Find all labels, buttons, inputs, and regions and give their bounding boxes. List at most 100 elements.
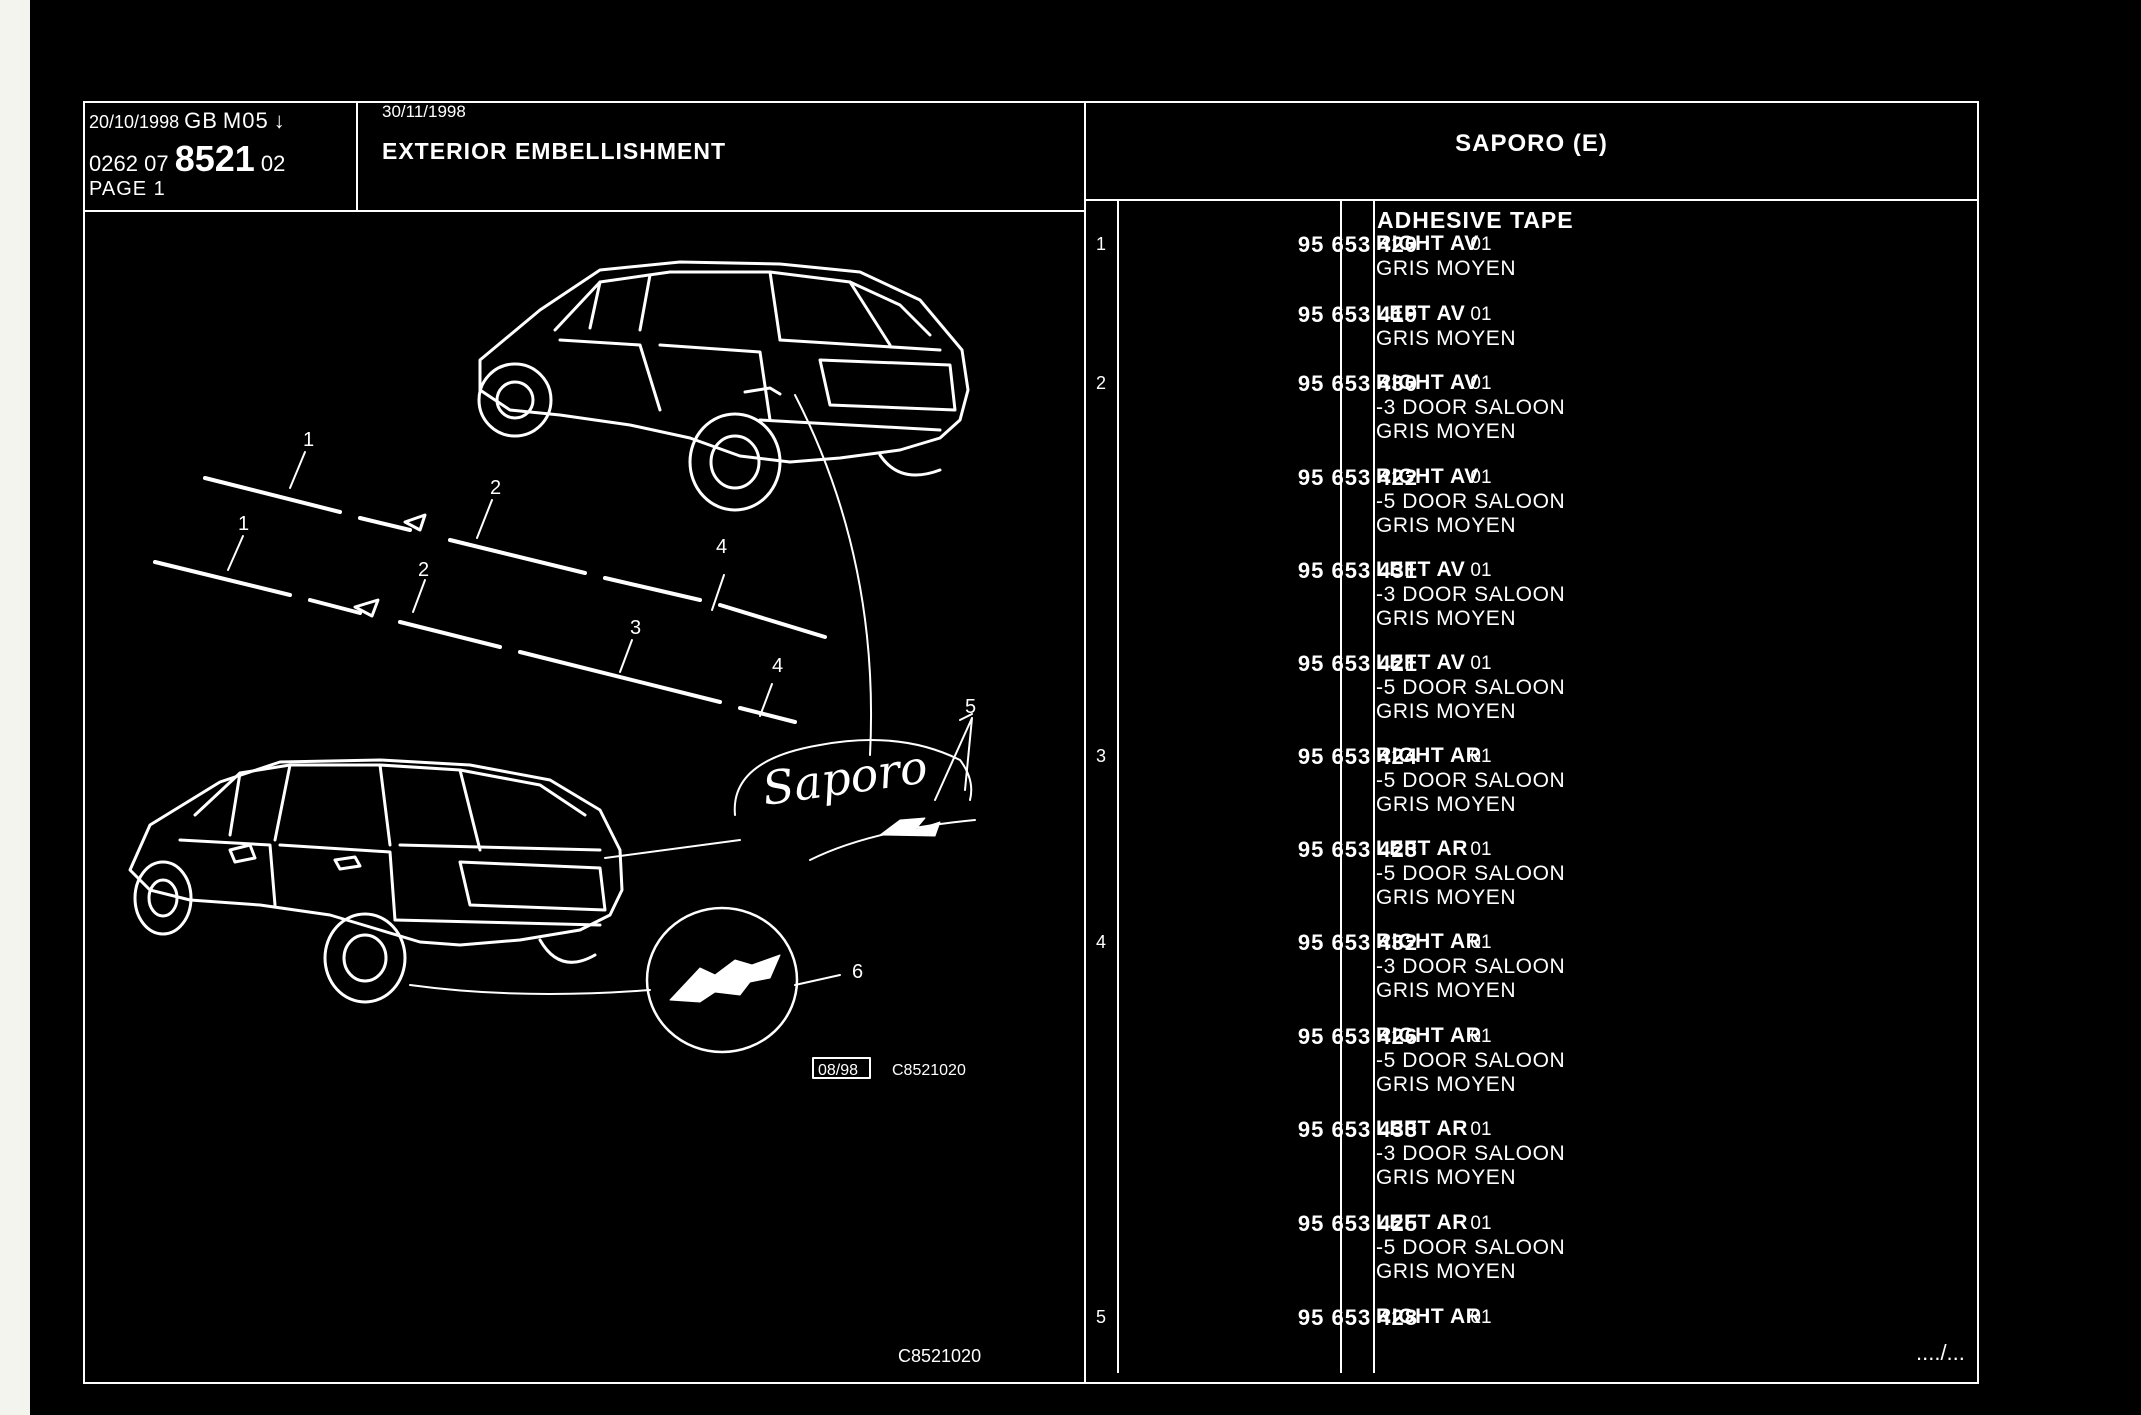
quantity: 01	[1470, 467, 1492, 488]
section-title: EXTERIOR EMBELLISHMENT	[382, 138, 727, 164]
description-line: GRIS MOYEN	[1376, 793, 1517, 816]
table-column-line	[1117, 201, 1119, 1373]
part-number: 95 653 423	[1297, 837, 1418, 862]
description-line: -5 DOOR SALOON	[1376, 489, 1566, 513]
ref-main: 8521	[174, 138, 255, 179]
detail-circle-badge	[645, 906, 799, 1054]
description-line: LEFT AV	[1376, 302, 1466, 325]
callout-numbers: 1 1 2 2 3 4 4 5 6	[238, 429, 976, 983]
scan-edge	[0, 0, 30, 1415]
page-number: PAGE 1	[89, 178, 166, 200]
description-line: GRIS MOYEN	[1376, 1166, 1517, 1189]
page-divider	[1084, 101, 1086, 1384]
svg-text:08/98: 08/98	[818, 1062, 858, 1079]
description-line: RIGHT AR	[1376, 930, 1482, 953]
callout-label: 2	[490, 477, 501, 499]
figure-code: C8521020	[898, 1346, 982, 1366]
description-line: LEFT AV	[1376, 651, 1466, 674]
quantity: 01	[1470, 1213, 1492, 1234]
quantity: 01	[1470, 373, 1492, 394]
description-line: -5 DOOR SALOON	[1376, 675, 1566, 699]
item-reference: 3	[1095, 746, 1106, 766]
description-line: -3 DOOR SALOON	[1376, 954, 1566, 978]
quantity: 01	[1470, 932, 1492, 953]
ref-b: 07	[144, 151, 169, 176]
date-mid: 30/11/1998	[382, 102, 466, 121]
description-line: GRIS MOYEN	[1376, 700, 1517, 723]
callout-label: 6	[852, 961, 863, 983]
callout-label: 1	[303, 429, 314, 451]
quantity: 01	[1470, 560, 1492, 581]
description-line: -5 DOOR SALOON	[1376, 768, 1566, 792]
item-reference: 2	[1095, 373, 1106, 393]
description-line: RIGHT AR	[1376, 1305, 1482, 1328]
part-number: 95 653 426	[1297, 1024, 1418, 1049]
continuation-mark: ..../...	[1916, 1340, 1965, 1365]
description-line: -3 DOOR SALOON	[1376, 395, 1566, 419]
exploded-view-illustration: 1 1 2 2 3 4 4 5 6 Saporo	[128, 260, 976, 1079]
item-reference: 4	[1095, 932, 1106, 952]
table-column-line	[1373, 201, 1375, 1373]
callout-label: 5	[965, 696, 976, 718]
description-line: LEFT AR	[1376, 837, 1469, 860]
description-line: GRIS MOYEN	[1376, 886, 1517, 909]
description-line: GRIS MOYEN	[1376, 1073, 1517, 1096]
model-code: M05	[222, 108, 269, 133]
car-lower-drawing	[128, 758, 624, 1004]
ref-c: 02	[260, 151, 286, 176]
callout-label: 4	[716, 536, 727, 558]
callout-label: 2	[418, 559, 429, 581]
description-line: RIGHT AV	[1376, 465, 1479, 488]
quantity: 01	[1470, 1307, 1492, 1328]
svg-text:C8521020: C8521020	[892, 1062, 966, 1079]
header-reference-box	[83, 101, 358, 212]
description-line: LEFT AV	[1376, 558, 1466, 581]
header-line-date: 20/10/1998 GB M05 ↓	[89, 108, 286, 134]
description-line: -5 DOOR SALOON	[1376, 1235, 1566, 1259]
part-number: 95 653 428	[1297, 1305, 1418, 1330]
description-line: -5 DOOR SALOON	[1376, 861, 1566, 885]
part-number: 95 653 431	[1297, 558, 1418, 583]
description-line: -3 DOOR SALOON	[1376, 582, 1566, 606]
arrow-down-icon: ↓	[273, 108, 286, 133]
tape-strips-drawing	[153, 476, 827, 724]
date-left: 20/10/1998	[89, 112, 180, 132]
description-line: -5 DOOR SALOON	[1376, 1048, 1566, 1072]
description-line: GRIS MOYEN	[1376, 326, 1517, 350]
description-line: GRIS MOYEN	[1376, 514, 1517, 537]
car-upper-drawing	[477, 260, 970, 512]
language-code: GB	[184, 108, 218, 133]
part-number: 95 653 420	[1297, 232, 1418, 257]
quantity: 01	[1470, 1119, 1492, 1140]
description-line: GRIS MOYEN	[1376, 420, 1517, 443]
item-reference: 5	[1095, 1307, 1106, 1327]
part-number: 95 653 425	[1297, 1211, 1418, 1236]
description-line: RIGHT AV	[1376, 371, 1479, 394]
item-reference: 1	[1095, 234, 1106, 254]
ref-a: 0262	[89, 151, 138, 176]
description-line: -3 DOOR SALOON	[1376, 1141, 1566, 1165]
description-line: GRIS MOYEN	[1376, 1260, 1517, 1283]
quantity: 01	[1470, 653, 1492, 674]
